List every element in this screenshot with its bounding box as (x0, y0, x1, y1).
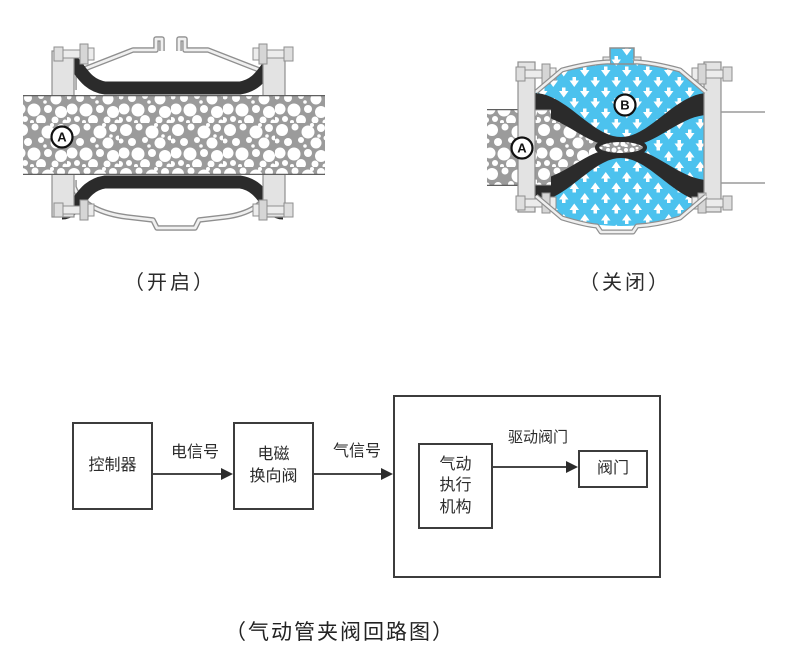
closed-state-caption: （关闭） (579, 272, 671, 294)
label-b-text: B (620, 98, 629, 113)
controller-label: 控制器 (88, 457, 137, 475)
pinch-opening (595, 138, 647, 157)
valve-closed-body-outline (534, 59, 708, 235)
controller-box: 控制器 (72, 422, 153, 510)
arrowhead-icon (221, 468, 233, 480)
actuator-label-line2: 执行 (439, 477, 472, 495)
air-inlet-port (609, 47, 635, 65)
circuit-diagram-caption: （气动管夹阀回路图） (225, 621, 455, 644)
actuator-label-line3: 机构 (439, 498, 472, 516)
solenoid-label-line2: 换向阀 (249, 468, 298, 485)
valve-label: 阀门 (596, 460, 629, 478)
valve-closed-left-flange (517, 61, 536, 213)
valve-closed-right-flange (703, 61, 722, 213)
label-a-text: A (517, 141, 527, 156)
solenoid-valve-box: 电磁 换向阀 (233, 422, 314, 510)
solenoid-label-line1: 电磁 (257, 446, 290, 464)
label-b-badge: B (613, 93, 637, 117)
open-state-caption: （开启） (124, 272, 216, 294)
air-signal-label: 气信号 (332, 443, 381, 460)
label-a-text: A (57, 130, 67, 145)
media-funnel (535, 109, 607, 186)
pinch-valve-closed-illustration: A B (487, 47, 765, 235)
label-a-badge: A (510, 136, 534, 160)
actuator-label-line1: 气动 (439, 455, 472, 473)
valve-box: 阀门 (578, 450, 648, 488)
pneumatic-actuator-box: 气动 执行 机构 (418, 443, 493, 529)
electric-signal-label: 电信号 (170, 444, 219, 461)
pinch-valve-open-illustration: A (23, 36, 325, 231)
drive-valve-label: 驱动阀门 (507, 429, 568, 446)
label-a-badge: A (50, 125, 74, 149)
arrowhead-icon (381, 468, 393, 480)
